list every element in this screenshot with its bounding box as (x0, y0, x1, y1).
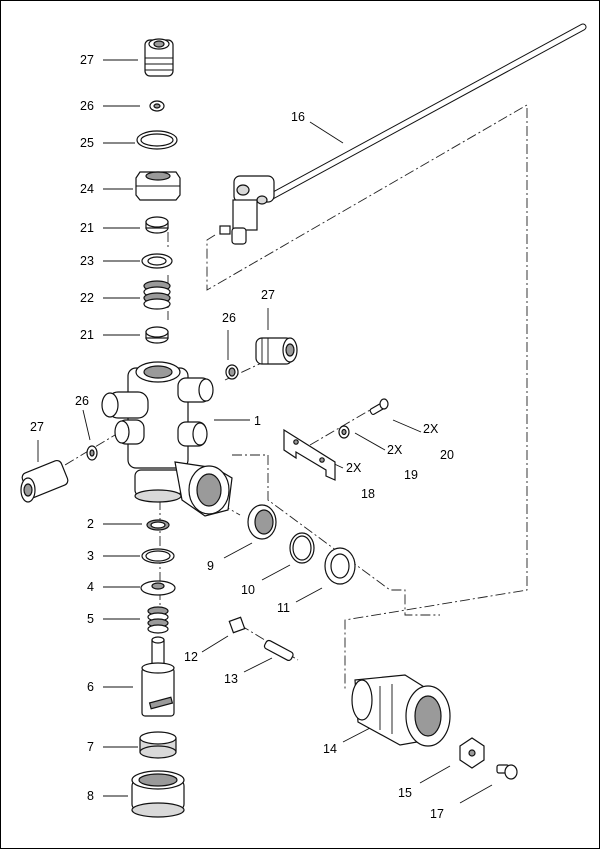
part-15-nut (459, 737, 485, 769)
callout-18-qty: 2X (346, 461, 362, 475)
callout-17: 17 (430, 807, 444, 821)
callout-2: 2 (87, 517, 94, 531)
callout-26-left: 26 (75, 394, 89, 408)
part-21-disk-lower (145, 326, 169, 344)
part-23-clip (141, 253, 173, 269)
part-9-seal (247, 504, 277, 540)
part-6-plunger (141, 636, 175, 717)
callout-27-left: 27 (30, 420, 44, 434)
callout-10: 10 (241, 583, 255, 597)
callout-6: 6 (87, 680, 94, 694)
part-19-washer (338, 425, 350, 439)
callout-7: 7 (87, 740, 94, 754)
callout-24: 24 (80, 182, 94, 196)
callout-19-qty: 2X (387, 443, 403, 457)
part-24-hex-nut (135, 171, 181, 201)
callout-labels: 27 26 25 24 21 23 22 21 16 27 26 1 27 26… (30, 53, 454, 821)
part-26-seal-left (86, 445, 98, 461)
part-3-snap-ring (141, 548, 175, 564)
callout-4: 4 (87, 580, 94, 594)
callout-8: 8 (87, 789, 94, 803)
part-8-cap (131, 770, 185, 818)
part-7-disk (139, 731, 177, 759)
part-26-seal-middle (225, 364, 239, 380)
part-22-spring (143, 280, 171, 310)
part-2-o-ring (146, 519, 170, 531)
part-17-screw (496, 764, 518, 780)
callout-27-right: 27 (261, 288, 275, 302)
part-12-block (228, 616, 246, 634)
part-4-washer (140, 580, 176, 596)
callout-20-qty: 2X (423, 422, 439, 436)
leader-lines (37, 59, 493, 804)
part-18-plate (283, 428, 336, 481)
part-10-o-ring (289, 532, 315, 564)
callout-16: 16 (291, 110, 305, 124)
callout-26-top: 26 (80, 99, 94, 113)
callout-3: 3 (87, 549, 94, 563)
part-5-spring (147, 606, 169, 634)
part-21-disk-upper (145, 216, 169, 234)
callout-18: 18 (361, 487, 375, 501)
part-16-rod (219, 23, 587, 245)
part-14-cartridge (351, 674, 451, 747)
part-27-connector-right (255, 337, 298, 365)
callout-1: 1 (254, 414, 261, 428)
callout-21-upper: 21 (80, 221, 94, 235)
callout-21-lower: 21 (80, 328, 94, 342)
part-13-pin (263, 639, 294, 661)
callout-27-top: 27 (80, 53, 94, 67)
callout-14: 14 (323, 742, 337, 756)
callout-11: 11 (277, 601, 290, 615)
callout-26-middle: 26 (222, 311, 236, 325)
callout-23: 23 (80, 254, 94, 268)
callout-25: 25 (80, 136, 94, 150)
callout-12: 12 (184, 650, 198, 664)
callout-22: 22 (80, 291, 94, 305)
part-26-seal-top (149, 100, 165, 112)
part-1-valve-body (101, 361, 233, 517)
callout-9: 9 (207, 559, 214, 573)
callout-19: 19 (404, 468, 418, 482)
callout-5: 5 (87, 612, 94, 626)
callout-13: 13 (224, 672, 238, 686)
part-11-ring (324, 547, 356, 585)
part-27-connector-left (20, 459, 69, 503)
part-25-o-ring (136, 130, 178, 150)
callout-15: 15 (398, 786, 412, 800)
part-27-connector-top (144, 38, 174, 77)
part-20-screw (369, 398, 389, 415)
callout-20: 20 (440, 448, 454, 462)
